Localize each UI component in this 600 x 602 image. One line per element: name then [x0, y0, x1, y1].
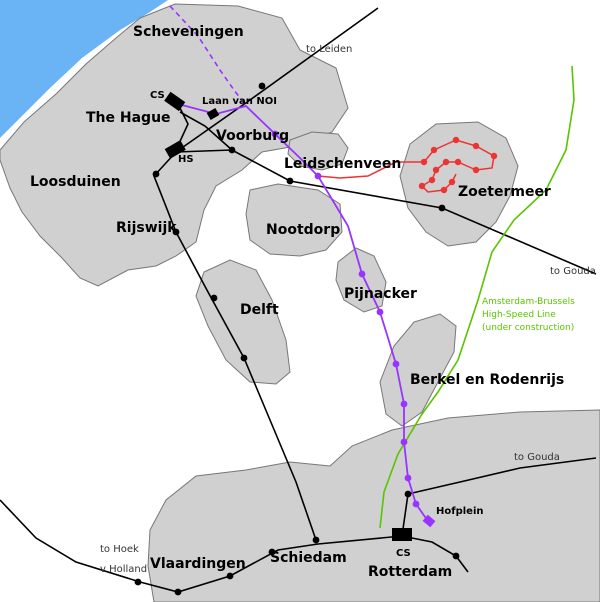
label-hofplein: Hofplein	[436, 506, 484, 517]
rail-delft-line	[153, 151, 317, 541]
label-laan-van-noi: Laan van NOI	[202, 96, 277, 107]
station-red-13	[420, 158, 428, 166]
rail-cs-curve	[179, 111, 233, 151]
pijnacker-area	[335, 247, 387, 313]
label-hague-hs: HS	[178, 154, 194, 165]
label-to-hoek-2: v Holland	[100, 564, 147, 575]
station-zoetermeer-rail	[438, 204, 446, 212]
station-red-2	[452, 136, 460, 144]
label-hsl-3: (under construction)	[482, 323, 574, 333]
station-red-8	[432, 166, 440, 174]
label-berkel: Berkel en Rodenrijs	[410, 372, 564, 388]
station-vlaardingen-central	[174, 588, 182, 596]
label-vlaardingen: Vlaardingen	[150, 556, 246, 572]
label-rotterdam: Rotterdam	[368, 564, 452, 580]
label-hsl-2: High-Speed Line	[482, 310, 556, 320]
station-red-11	[440, 186, 448, 194]
label-nootdorp: Nootdorp	[266, 222, 340, 238]
station-rotterdam-south	[452, 552, 460, 560]
north-sea	[0, 0, 168, 138]
station-hofplein	[422, 514, 436, 528]
station-delft-north	[210, 294, 218, 302]
station-voorburg	[228, 146, 236, 154]
laan-van-noi-block	[206, 108, 220, 120]
station-purple-5	[392, 360, 400, 368]
rotterdam-cs-block	[392, 528, 412, 541]
label-zoetermeer: Zoetermeer	[458, 184, 551, 200]
label-to-hoek-1: to Hoek	[100, 544, 139, 555]
high-speed-line	[379, 65, 575, 529]
rail-rotterdam-south-line	[401, 535, 469, 573]
station-purple-8	[404, 474, 412, 482]
label-pijnacker: Pijnacker	[344, 286, 417, 302]
label-rotterdam-cs: CS	[396, 548, 411, 559]
station-schiedam	[312, 536, 320, 544]
station-schiedam-west	[268, 548, 276, 556]
station-rijswijk	[172, 228, 180, 236]
label-delft: Delft	[240, 302, 279, 318]
station-purple-6	[400, 400, 408, 408]
label-voorburg: Voorburg	[216, 128, 289, 144]
station-red-4	[490, 152, 498, 160]
nootdorp-area	[245, 183, 343, 257]
label-to-leiden: to Leiden	[306, 44, 352, 55]
zoetermeer-stations	[418, 136, 498, 194]
station-voorburg-north	[258, 82, 266, 90]
label-to-gouda-rotterdam: to Gouda	[514, 452, 560, 463]
berkel-area	[379, 313, 457, 427]
station-vlaardingen-east	[226, 572, 234, 580]
label-hague-cs: CS	[150, 90, 165, 101]
label-loosduinen: Loosduinen	[30, 174, 121, 190]
rail-leiden-line	[175, 7, 379, 153]
rail-rotterdam-gouda-line	[401, 457, 597, 537]
station-delft	[240, 354, 248, 362]
delft-area	[195, 259, 291, 385]
label-to-gouda-east: to Gouda	[550, 266, 596, 277]
hague-cs-block	[164, 91, 186, 112]
station-rotterdam-north	[404, 490, 412, 498]
station-red-1	[430, 146, 438, 154]
randstadrail-stations	[271, 130, 436, 528]
station-red-6	[454, 158, 462, 166]
label-leidschenveen: Leidschenveen	[284, 156, 401, 172]
station-purple-4	[376, 308, 384, 316]
rotterdam-area	[147, 409, 600, 602]
station-red-3	[472, 142, 480, 150]
station-vlaardingen-west	[134, 578, 142, 586]
station-red-10	[418, 182, 426, 190]
station-hs-west	[152, 170, 160, 178]
rail-stations	[134, 82, 460, 596]
station-red-5	[472, 166, 480, 174]
label-the-hague: The Hague	[86, 110, 171, 126]
label-hsl-1: Amsterdam-Brussels	[482, 297, 575, 307]
zoetermeer-line	[317, 139, 495, 193]
station-red-7	[442, 158, 450, 166]
station-purple-1	[271, 130, 279, 138]
station-purple-7	[400, 438, 408, 446]
label-schiedam: Schiedam	[270, 550, 347, 566]
station-red-12	[448, 178, 456, 186]
randstadrail-scheveningen-dashed	[169, 5, 247, 107]
hague-hs-block	[164, 140, 186, 159]
label-rijswijk: Rijswijk	[116, 220, 177, 236]
station-purple-9	[412, 500, 420, 508]
station-leidschenveen-rail	[286, 177, 294, 185]
station-red-9	[428, 176, 436, 184]
station-purple-3	[358, 270, 366, 278]
label-scheveningen: Scheveningen	[133, 24, 244, 40]
station-purple-2	[314, 172, 322, 180]
